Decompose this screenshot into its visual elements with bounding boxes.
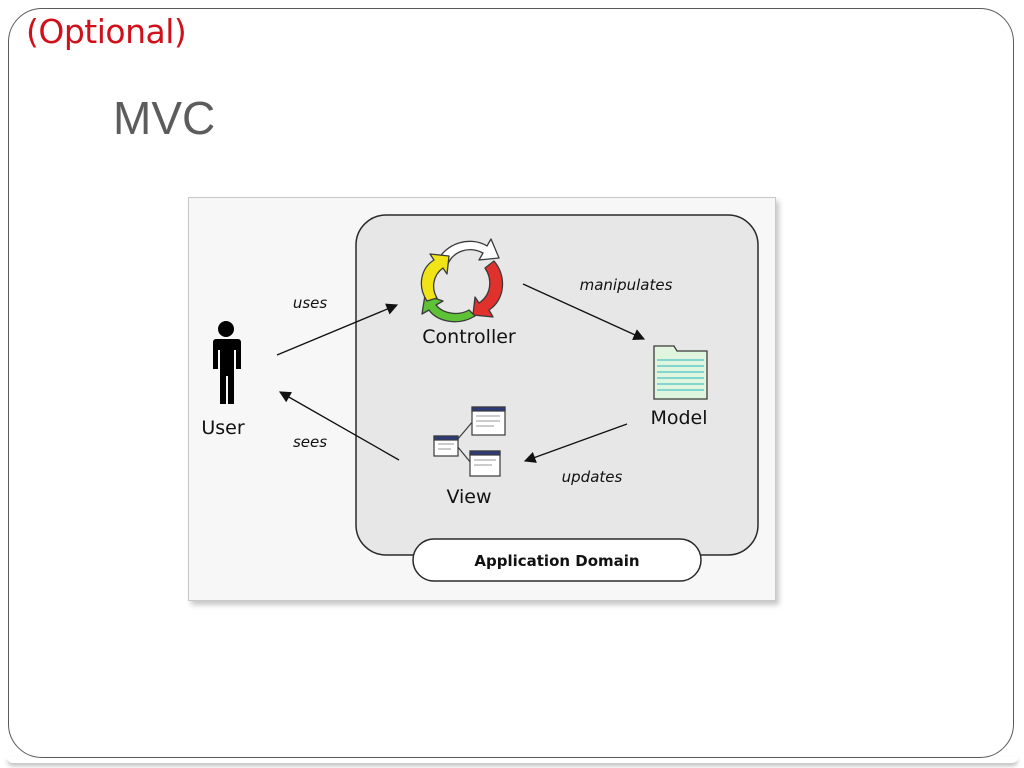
mvc-diagram: Application Domain User Controller xyxy=(188,197,776,601)
arrow-view-to-user xyxy=(278,391,400,461)
model-document-icon xyxy=(653,345,708,400)
arrow-controller-to-model xyxy=(522,283,646,340)
view-windows-icon xyxy=(433,406,506,477)
model-label: Model xyxy=(650,407,707,429)
edge-label-updates: updates xyxy=(562,468,623,486)
controller-cycle-icon xyxy=(420,238,504,323)
application-domain-label: Application Domain xyxy=(412,538,702,582)
user-icon xyxy=(213,321,241,404)
controller-label: Controller xyxy=(422,326,516,348)
user-label: User xyxy=(201,417,244,439)
edge-label-sees: sees xyxy=(293,433,327,451)
view-label: View xyxy=(446,486,491,508)
mvc-diagram-canvas: Application Domain User Controller xyxy=(201,214,759,582)
svg-text:Application Domain: Application Domain xyxy=(474,552,639,570)
slide-title: MVC xyxy=(113,92,216,144)
optional-label: (Optional) xyxy=(26,12,187,51)
arrow-user-to-controller xyxy=(276,303,399,356)
arrow-model-to-view xyxy=(523,423,628,463)
edge-label-uses: uses xyxy=(293,294,328,312)
edge-label-manipulates: manipulates xyxy=(580,276,673,294)
